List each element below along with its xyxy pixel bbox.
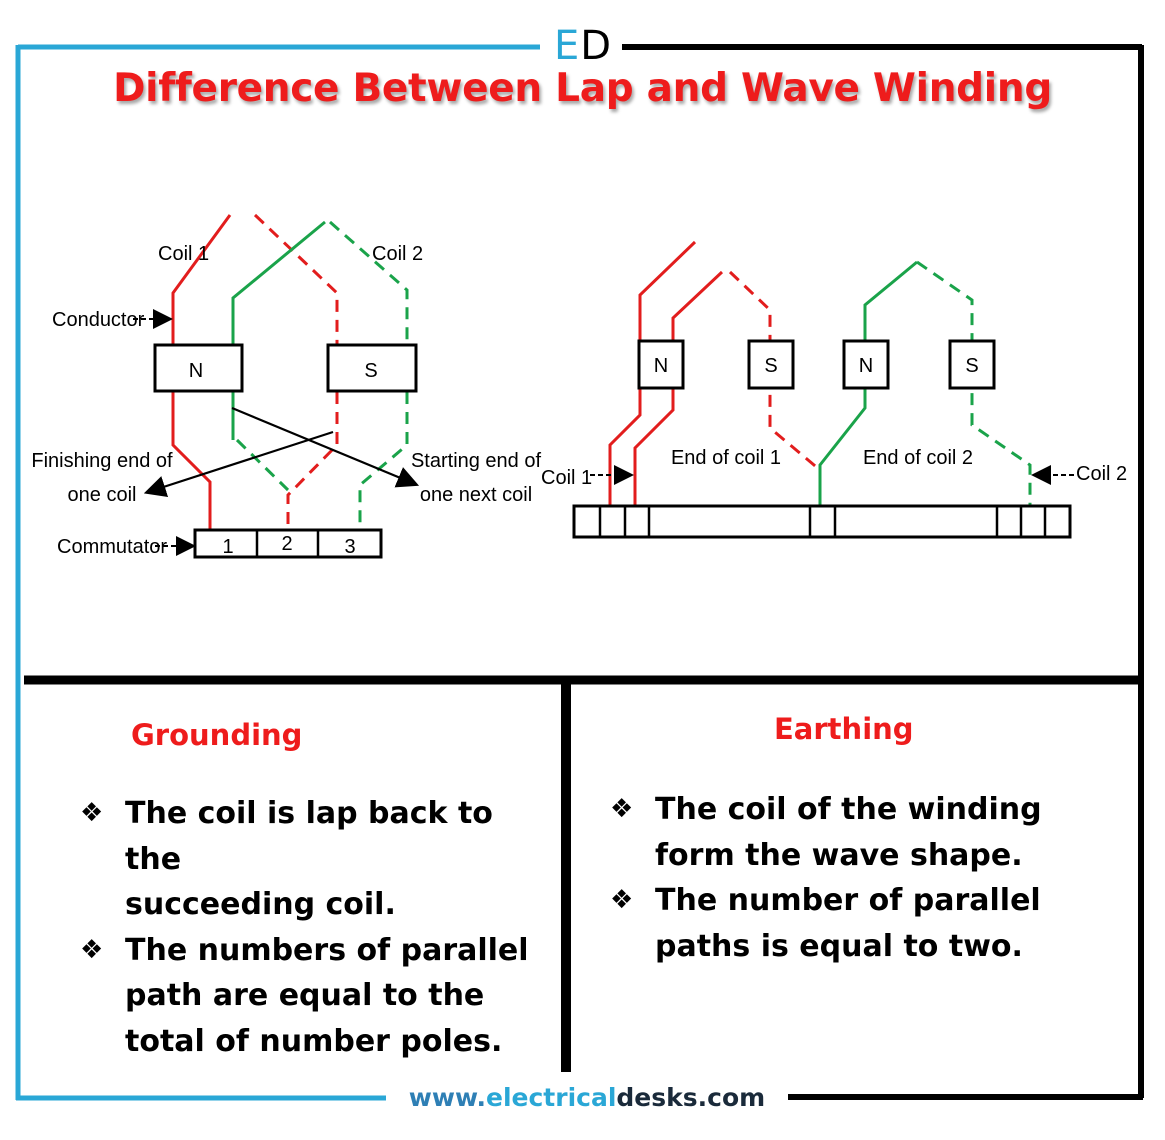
finishing-end-arrow	[143, 430, 334, 498]
logo-letter-e: E	[553, 23, 581, 69]
wave-pole-4	[948, 339, 996, 390]
lap-pole-n-label: N	[189, 360, 203, 382]
lap-coil2-label: Coil 2	[372, 243, 423, 265]
wave-commutator	[572, 504, 1072, 539]
conductor-label: Conductor	[52, 309, 145, 331]
wave-coil1-red-inner	[633, 270, 724, 509]
lap-pole-n	[153, 343, 244, 393]
list-item: ❖ The number of parallel paths is equal …	[610, 878, 1130, 969]
logo-letter-d: D	[580, 23, 613, 69]
bullet-text-line: paths is equal to two.	[655, 928, 1023, 964]
starting-end-label-1: Starting end of	[411, 450, 542, 472]
website-suffix: desks.com	[616, 1083, 766, 1112]
bullet-diamond-icon: ❖	[80, 798, 104, 828]
right-panel-bullets: ❖ The coil of the winding form the wave …	[610, 787, 1130, 969]
wave-pole-3-label: N	[859, 355, 873, 377]
lap-coil2-lower-middle	[235, 438, 290, 492]
wave-pole-1-label: N	[654, 355, 668, 377]
wave-coil1-label: Coil 1	[541, 467, 592, 489]
wave-pole-3	[842, 339, 890, 390]
website-prefix: www.	[408, 1083, 486, 1112]
lap-winding-diagram: N S 1 2 3 Coil 1 Coil 2 Conductor Finish…	[31, 213, 542, 559]
lap-pole-s-label: S	[364, 360, 377, 382]
lap-coil2-conductor-left	[231, 220, 326, 345]
lap-pole-s	[326, 343, 418, 393]
wave-pole-4-label: S	[965, 355, 978, 377]
lap-coil1-lower-left	[171, 392, 212, 530]
left-panel-heading: Grounding	[131, 718, 303, 752]
bullet-text-line: The numbers of parallel	[125, 932, 529, 968]
bullet-text-line: total of number poles.	[125, 1023, 503, 1059]
wave-coil1-red-dashed	[728, 270, 821, 472]
bullet-text-line: succeeding coil.	[125, 887, 396, 922]
bullet-text-line: The coil of the winding	[655, 792, 1042, 827]
wave-winding-diagram: N S N S Coil 1 Coil 2 End of coil 1 End …	[541, 240, 1127, 539]
wave-pole-2-label: S	[764, 355, 777, 377]
website-link[interactable]: www.electricaldesks.com	[386, 1080, 788, 1116]
list-item: ❖ The coil of the winding form the wave …	[610, 787, 1130, 878]
commutator-label: Commutator	[57, 536, 167, 558]
bullet-diamond-icon: ❖	[80, 934, 104, 965]
bullet-text-line: path are equal to the	[125, 978, 485, 1013]
lap-commutator	[193, 528, 383, 559]
website-middle: electrical	[485, 1083, 617, 1112]
end-of-coil1-label: End of coil 1	[671, 447, 781, 469]
right-panel-heading: Earthing	[774, 712, 914, 746]
bullet-text-line: The number of parallel	[655, 883, 1041, 918]
finishing-end-label-1: Finishing end of	[31, 450, 173, 472]
bullet-text-line: form the wave shape.	[655, 837, 1023, 873]
wave-coil2-green-left	[818, 260, 918, 509]
lap-coil1-label: Coil 1	[158, 243, 209, 265]
end-of-coil2-label: End of coil 2	[863, 447, 973, 469]
lap-coil1-conductor-left	[171, 214, 232, 345]
wave-coil1-red-outer	[608, 240, 697, 509]
lap-coil2-lower-right	[358, 392, 409, 530]
lap-coil2-conductor-right	[329, 220, 409, 345]
logo: ED	[548, 22, 618, 70]
lap-coil1-lower-right	[286, 392, 339, 530]
starting-end-arrow	[231, 406, 420, 488]
page-title: Difference Between Lap and Wave Winding	[113, 66, 1052, 111]
commutator-segment-2: 2	[281, 533, 292, 555]
wave-pole-1	[637, 339, 685, 390]
commutator-segment-1: 1	[222, 536, 233, 558]
left-panel-bullets: ❖ The coil is lap back to the succeeding…	[80, 791, 550, 1064]
commutator-segment-3: 3	[344, 536, 355, 558]
wave-coil2-green-dashed	[916, 260, 1032, 509]
list-item: ❖ The numbers of parallel path are equal…	[80, 928, 550, 1065]
wave-pole-2	[747, 339, 795, 390]
wave-coil2-label: Coil 2	[1076, 463, 1127, 485]
bullet-text-line: The coil is lap back to the	[125, 796, 493, 877]
bullet-diamond-icon: ❖	[610, 885, 634, 915]
bullet-diamond-icon: ❖	[610, 794, 634, 824]
finishing-end-label-2: one coil	[68, 484, 137, 506]
lap-coil1-conductor-right	[253, 213, 339, 345]
list-item: ❖ The coil is lap back to the succeeding…	[80, 791, 550, 928]
starting-end-label-2: one next coil	[420, 484, 532, 506]
